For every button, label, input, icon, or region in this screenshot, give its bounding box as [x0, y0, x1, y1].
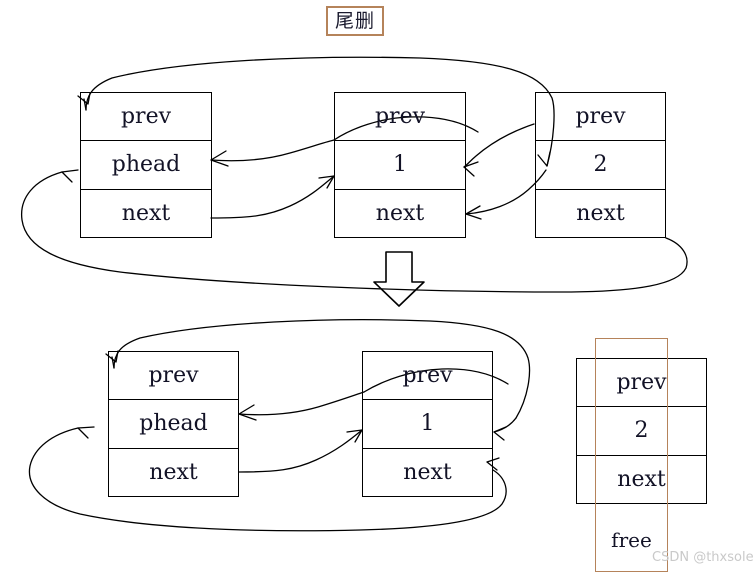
arrowhead2-headnext-node1	[346, 429, 363, 443]
node-cell-next: next	[576, 200, 625, 226]
node-cell-prev: prev	[109, 352, 238, 401]
arc-node2prev-to-node1	[463, 123, 535, 168]
free-status-label: free	[611, 528, 652, 552]
node-cell-value: phead	[81, 141, 211, 190]
node-2-after-freed: prev 2 next	[576, 358, 707, 504]
node-1-before: prev 1 next	[334, 92, 466, 238]
arc2-node1prev-to-head	[238, 391, 365, 416]
node-cell-prev: prev	[536, 93, 665, 142]
arrowhead2-into-node1-right	[493, 426, 507, 441]
node-cell-next: next	[375, 200, 425, 226]
arrowhead-node2prev-node1	[463, 161, 479, 177]
node-cell-prev: prev	[335, 93, 465, 142]
node-cell-value: phead	[109, 400, 238, 449]
node-2-before: prev 2 next	[535, 92, 666, 238]
node-cell-prev: prev	[363, 352, 492, 401]
node-cell-next: next	[121, 200, 171, 226]
node-cell-value: 1	[335, 141, 465, 190]
arc2-head-prev-tail	[493, 417, 517, 433]
free-highlight-frame	[595, 338, 668, 572]
node-cell-next: next	[149, 459, 198, 485]
node-cell-next: next	[617, 466, 666, 492]
arrowhead-node1next	[465, 205, 482, 220]
arc-headnext-to-node1	[210, 175, 335, 219]
title-label: 尾删	[334, 9, 375, 32]
node-head-sentinel-before: prev phead next	[80, 92, 212, 238]
title-box: 尾删	[326, 6, 384, 36]
arc2-headnext-to-node1	[238, 429, 363, 473]
watermark: CSDN @thxsole	[652, 550, 754, 565]
arrowhead-headnext-node1	[318, 175, 335, 189]
arc-node1prev-tail	[210, 139, 335, 162]
node-cell-prev: prev	[81, 93, 211, 142]
node-cell-value: 1	[363, 400, 492, 449]
down-block-arrow	[373, 251, 425, 307]
arrowhead2-node1next-head	[77, 426, 95, 439]
arrowhead-node1prev-head	[210, 150, 229, 167]
arrowhead2-node1prev-head	[238, 404, 257, 421]
node-cell-value: 2	[577, 407, 706, 456]
arrowhead-node2next-head	[61, 169, 79, 183]
node-head-sentinel-after: prev phead next	[108, 351, 239, 497]
arc-node1next-to-node2	[465, 169, 547, 215]
node-1-after: prev 1 next	[362, 351, 493, 497]
node-cell-next: next	[403, 459, 452, 485]
node-cell-prev: prev	[577, 359, 706, 408]
node-cell-value: 2	[536, 141, 665, 190]
